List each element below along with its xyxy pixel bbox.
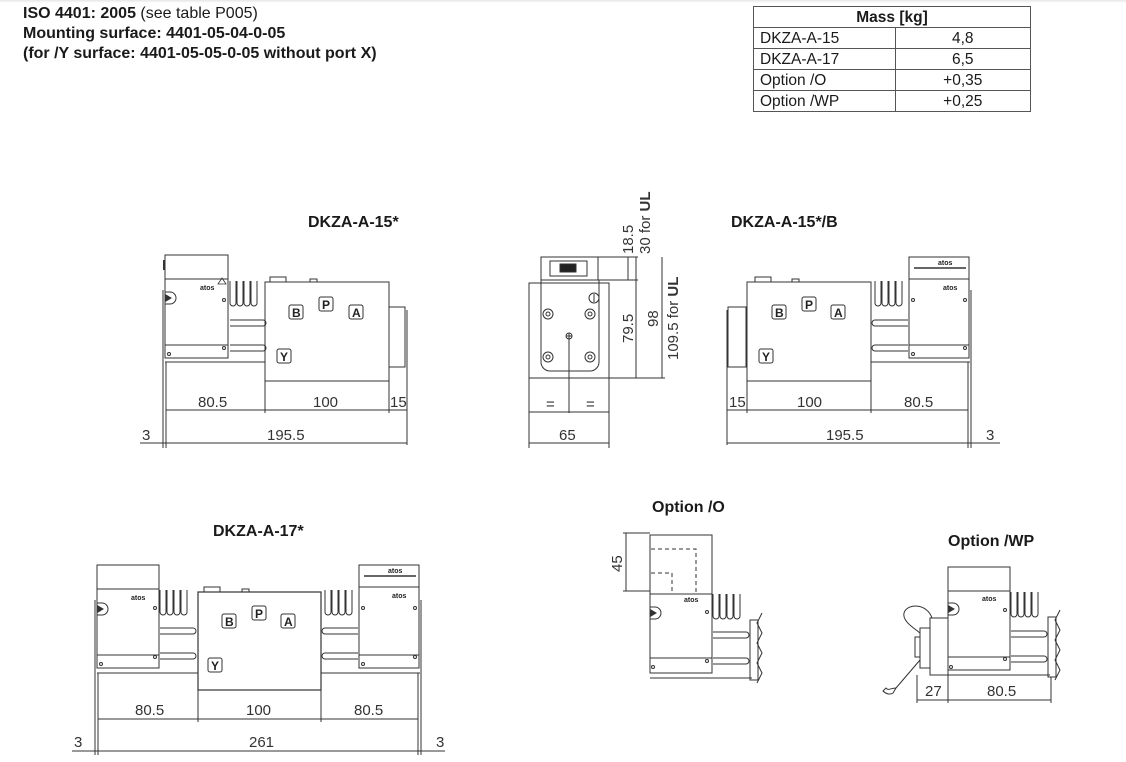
brand-label: atos xyxy=(200,285,215,292)
drawing-option-o: 45 atos xyxy=(609,532,763,684)
drawing-side-view: = = 65 18.5 30 for UL 79.5 98 109.5 for … xyxy=(528,191,682,448)
brand-label: atos xyxy=(392,593,407,600)
brand-label: atos xyxy=(131,595,146,602)
dim-height: 45 xyxy=(609,555,626,572)
spec-header: ISO 4401: 2005 (see table P005) Mounting… xyxy=(23,4,377,64)
port-p: P xyxy=(251,605,267,621)
dim-body: 100 xyxy=(246,702,271,719)
brand-label: atos xyxy=(943,285,958,292)
dim-overall: 98 xyxy=(645,310,662,327)
svg-text:P: P xyxy=(805,298,813,312)
port-b: B xyxy=(288,304,304,320)
dim-coil-right: 80.5 xyxy=(354,702,383,719)
table-row: Option /O+0,35 xyxy=(753,69,1032,91)
standard-line: ISO 4401: 2005 (see table P005) xyxy=(23,5,258,22)
dim-top: 18.5 xyxy=(620,225,637,254)
port-a: A xyxy=(348,304,364,320)
drawing-title-dkza17: DKZA-A-17* xyxy=(213,523,304,540)
dim-height: 79.5 xyxy=(620,314,637,343)
drawing-dkza17: atos B P A Y atos atos 80.5 100 80.5 261… xyxy=(72,564,445,755)
dim-offset: 3 xyxy=(986,427,994,444)
dim-coil: 80.5 xyxy=(198,394,227,411)
dim-eq-right: = xyxy=(586,396,595,413)
port-y: Y xyxy=(758,348,774,364)
port-b: B xyxy=(221,613,237,629)
dim-width: 65 xyxy=(559,427,576,444)
dim-eq-left: = xyxy=(546,396,555,413)
drawing-title-dkza15: DKZA-A-15* xyxy=(308,214,399,231)
brand-label: atos xyxy=(388,568,403,575)
dim-top-ul: 30 for UL xyxy=(637,191,654,254)
svg-text:A: A xyxy=(352,306,361,320)
port-p: P xyxy=(318,296,334,312)
svg-text:P: P xyxy=(322,298,330,312)
drawing-dkza15b: B P A Y atos atos 15 100 80.5 195.5 3 xyxy=(726,256,1000,448)
brand-label: atos xyxy=(938,260,953,267)
drawing-title-option-o: Option /O xyxy=(652,499,725,516)
dim-plug: 27 xyxy=(925,683,942,700)
port-p: P xyxy=(801,296,817,312)
port-y: Y xyxy=(276,348,292,364)
dim-offset: 3 xyxy=(142,427,150,444)
svg-text:Y: Y xyxy=(762,350,770,364)
dim-end: 15 xyxy=(729,394,746,411)
port-a: A xyxy=(280,613,296,629)
dim-body: 100 xyxy=(313,394,338,411)
port-b: B xyxy=(771,304,787,320)
mounting-surface-line: Mounting surface: 4401-05-04-0-05 xyxy=(23,25,286,42)
dim-end: 15 xyxy=(390,394,407,411)
dim-offset-left: 3 xyxy=(74,734,82,751)
dim-total: 195.5 xyxy=(267,427,305,444)
dim-offset-right: 3 xyxy=(436,734,444,751)
svg-text:A: A xyxy=(834,306,843,320)
y-surface-line: (for /Y surface: 4401-05-05-0-05 without… xyxy=(23,45,377,62)
drawing-dkza15: atos B P A Y 80.5 100 15 195.5 3 xyxy=(140,254,408,448)
svg-text:P: P xyxy=(255,607,263,621)
svg-text:Y: Y xyxy=(280,350,288,364)
brand-label: atos xyxy=(982,596,997,603)
dim-body: 100 xyxy=(797,394,822,411)
svg-text:B: B xyxy=(225,615,234,629)
drawing-option-wp: atos 27 80.5 xyxy=(882,566,1061,703)
drawing-title-option-wp: Option /WP xyxy=(948,533,1035,550)
dim-total: 261 xyxy=(249,734,274,751)
svg-text:Y: Y xyxy=(211,659,219,673)
port-y: Y xyxy=(207,657,223,673)
dim-total: 195.5 xyxy=(826,427,864,444)
top-shadow xyxy=(0,0,1126,3)
port-a: A xyxy=(830,304,846,320)
brand-label: atos xyxy=(684,597,699,604)
dim-coil: 80.5 xyxy=(987,683,1016,700)
drawing-title-dkza15b: DKZA-A-15*/B xyxy=(731,214,838,231)
svg-text:A: A xyxy=(284,615,293,629)
dim-coil-left: 80.5 xyxy=(135,702,164,719)
dim-coil: 80.5 xyxy=(904,394,933,411)
svg-text:B: B xyxy=(775,306,784,320)
svg-text:B: B xyxy=(292,306,301,320)
table-row: Option /WP+0,25 xyxy=(753,90,1032,112)
dim-overall-ul: 109.5 for UL xyxy=(665,277,682,360)
